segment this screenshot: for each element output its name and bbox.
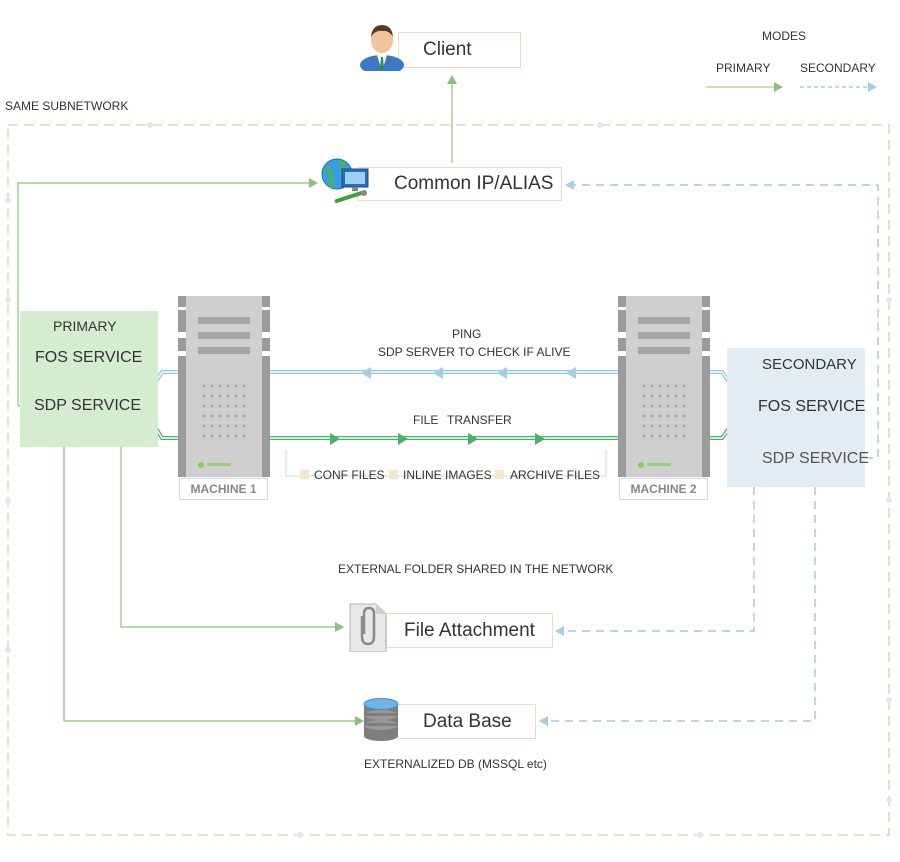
primary-to-attachment-line	[120, 447, 344, 632]
legend-title: MODES	[762, 29, 807, 43]
file-transfer-word1: FILE	[413, 413, 439, 427]
common-ip-box: Common IP/ALIAS	[357, 167, 562, 201]
inline-images-marker	[389, 470, 398, 479]
common-ip-label: Common IP/ALIAS	[394, 173, 554, 194]
secondary-fos-service: FOS SERVICE	[758, 398, 866, 415]
database-box: Data Base	[397, 704, 536, 739]
machine2-server-icon	[618, 296, 710, 477]
client-box: Client	[398, 32, 521, 68]
machine1-server-icon	[178, 296, 270, 477]
ping-description: SDP SERVER TO CHECK IF ALIVE	[378, 345, 571, 359]
secondary-title: SECONDARY	[762, 356, 857, 373]
network-globe-icon	[321, 158, 369, 204]
user-icon	[360, 25, 404, 71]
client-label: Client	[423, 39, 472, 60]
primary-sdp-service: SDP SERVICE	[34, 397, 142, 414]
ping-label: PING	[452, 327, 482, 341]
database-label: Data Base	[423, 710, 512, 732]
secondary-sdp-service: SDP SERVICE	[762, 450, 870, 467]
conf-files-label: CONF FILES	[314, 468, 385, 482]
file-attachment-box: File Attachment	[386, 613, 553, 648]
external-folder-label: EXTERNAL FOLDER SHARED IN THE NETWORK	[338, 562, 614, 576]
primary-title: PRIMARY	[53, 318, 117, 334]
legend-primary-label: PRIMARY	[716, 61, 771, 75]
file-transfer-word2: TRANSFER	[447, 413, 512, 427]
secondary-to-database-line	[539, 487, 816, 726]
files-bracket	[285, 450, 607, 477]
legend-secondary-label: SECONDARY	[800, 61, 876, 75]
primary-to-ip-line	[17, 178, 318, 406]
primary-panel	[20, 311, 158, 447]
file-attachment-label: File Attachment	[404, 619, 535, 641]
secondary-panel	[727, 348, 865, 487]
database-icon	[363, 698, 399, 741]
secondary-to-attachment-line	[555, 487, 755, 636]
database-note: EXTERNALIZED DB (MSSQL etc)	[364, 757, 547, 771]
archive-files-label: ARCHIVE FILES	[510, 468, 601, 482]
machine2-label: MACHINE 2	[619, 478, 708, 500]
primary-to-database-line	[63, 447, 364, 726]
paperclip-document-icon	[349, 603, 387, 652]
secondary-to-ip-line	[565, 180, 879, 459]
subnetwork-label: SAME SUBNETWORK	[5, 99, 129, 113]
subnetwork-border	[7, 124, 890, 836]
archive-files-marker	[495, 470, 504, 479]
inline-images-label: INLINE IMAGES	[403, 468, 492, 482]
machine1-label: MACHINE 1	[179, 478, 268, 500]
conf-files-marker	[300, 470, 309, 479]
primary-fos-service: FOS SERVICE	[35, 349, 143, 366]
